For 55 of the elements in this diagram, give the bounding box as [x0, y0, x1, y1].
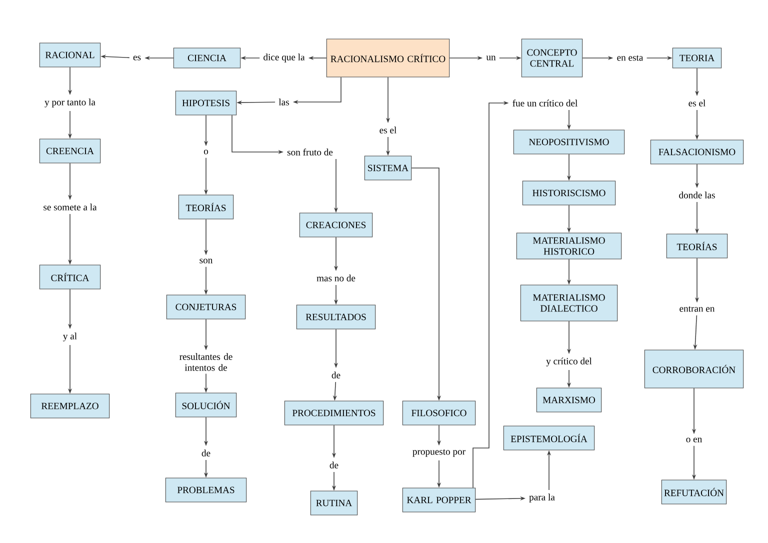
concept-box: EPISTEMOLOGÍA [503, 426, 595, 450]
concept-box: HIPOTESIS [175, 90, 237, 116]
linking-phrase: entran en [680, 306, 715, 312]
linking-phrase: y por tanto la [44, 98, 96, 108]
linking-phrase: un [486, 56, 496, 60]
concept-box: CREENCIA [39, 138, 101, 164]
linking-phrase: son [200, 258, 213, 264]
linking-phrase: donde las [679, 192, 715, 198]
concept-box: CORROBORACIÓN [644, 350, 744, 388]
linking-phrase: en esta [617, 55, 644, 61]
linking-phrase: o [204, 150, 208, 154]
linking-phrase: de [202, 450, 210, 456]
linking-phrase: y al [63, 332, 77, 342]
linking-phrase: resultantes de intentos de [180, 353, 232, 371]
concept-box: FILOSOFICO [402, 400, 476, 426]
linking-phrase: son fruto de [287, 148, 333, 156]
concept-box: MARXISMO [536, 388, 602, 412]
concept-box: NEOPOSITIVISMO [513, 130, 625, 154]
concept-box: TEORÍAS [178, 194, 234, 220]
concept-box: REFUTACIÓN [661, 480, 727, 504]
concept-box: CONJETURAS [166, 294, 246, 320]
concept-box: CRÍTICA [39, 264, 101, 290]
linking-phrase: mas no de [316, 274, 356, 282]
concept-box: SISTEMA [364, 156, 412, 180]
concept-box: RESULTADOS [296, 304, 376, 330]
linking-phrase: de [332, 372, 340, 378]
concept-box: CONCEPTO CENTRAL [521, 38, 583, 78]
concept-box: REEMPLAZO [30, 394, 110, 418]
concept-box: HISTORISCISMO [522, 180, 616, 206]
concept-box: FALSACIONISMO [650, 140, 744, 164]
concept-box: PROCEDIMIENTOS [284, 400, 384, 426]
concept-box: RACIONAL [39, 42, 101, 68]
linking-phrase: se somete a la [44, 204, 97, 210]
concept-box: MATERIALISMO DIALECTICO [520, 284, 618, 322]
linking-phrase: de [330, 462, 338, 468]
linking-phrase: fue un crítico del [512, 100, 578, 106]
concept-box: TEORÍAS [666, 234, 728, 258]
concept-box: MATERIALISMO HISTORICO [516, 232, 622, 260]
concept-box: KARL POPPER [402, 488, 476, 512]
linking-phrase: o en [686, 438, 702, 442]
linking-phrase: y crítico del [546, 358, 592, 366]
linking-phrase: es [133, 56, 141, 60]
concept-box: SOLUCIÓN [175, 392, 237, 418]
linking-phrase: es el [380, 126, 396, 134]
concept-box: CIENCIA [173, 48, 241, 68]
linking-phrase: dice que la [264, 54, 305, 62]
concept-box: RUTINA [310, 490, 358, 516]
main-concept-box: RACIONALISMO CRÍTICO [326, 38, 450, 78]
linking-phrase: propuesto por [412, 449, 466, 457]
concept-box: PROBLEMAS [165, 478, 247, 502]
concept-box: TEORIA [672, 48, 722, 68]
linking-phrase: para la [529, 494, 555, 502]
concept-box: CREACIONES [299, 212, 373, 238]
linking-phrase: es el [688, 100, 706, 106]
linking-phrase: las [278, 98, 289, 106]
